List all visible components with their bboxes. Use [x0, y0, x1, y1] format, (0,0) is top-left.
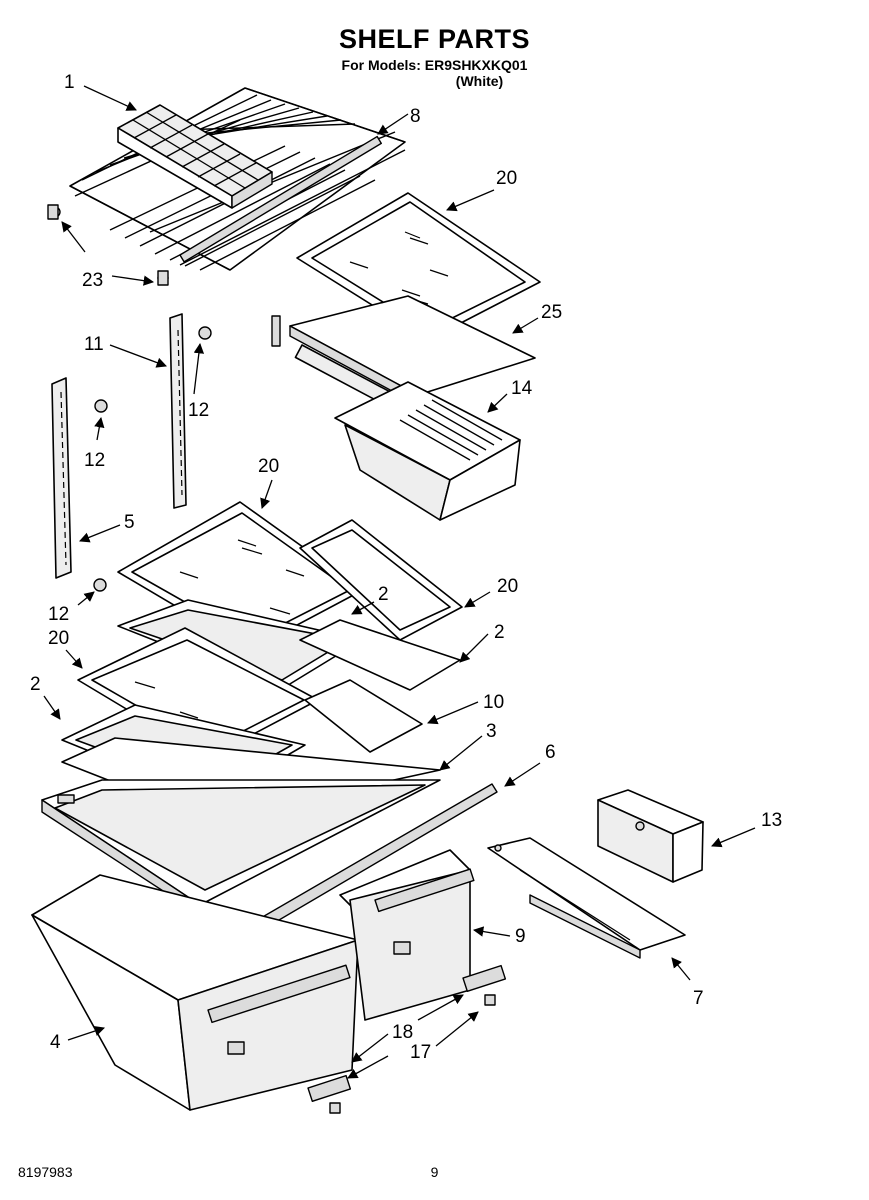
screw-parts-12 [93, 326, 212, 592]
callout-11: 11 [84, 334, 104, 355]
callout-20-right: 20 [497, 576, 518, 597]
shelf-rail-part-5 [51, 377, 72, 579]
callout-10: 10 [483, 692, 504, 713]
shelf-rail-part-11 [169, 313, 187, 509]
crisper-frame-part-25 [271, 295, 536, 408]
ice-tray-part-1 [117, 104, 273, 209]
callout-20-top: 20 [496, 168, 517, 189]
callout-1: 1 [64, 72, 75, 93]
callout-17: 17 [410, 1042, 431, 1063]
callout-13: 13 [761, 810, 782, 831]
callout-3: 3 [486, 721, 497, 742]
slide-clip-parts-17-18 [307, 964, 507, 1114]
callout-9: 9 [515, 926, 526, 947]
callout-7: 7 [693, 988, 704, 1009]
model-variant: (White) [455, 73, 504, 89]
callout-25: 25 [541, 302, 562, 323]
page-title: SHELF PARTS [338, 24, 530, 54]
glass-shelf-part-20-top [296, 192, 541, 341]
dairy-bin-part-13 [597, 789, 704, 883]
shelf-part-10 [304, 679, 423, 753]
pan-cover [41, 779, 441, 916]
callout-12-middle: 12 [84, 450, 105, 471]
callout-18: 18 [392, 1022, 413, 1043]
callout-6: 6 [545, 742, 556, 763]
model-subtitle: For Models: ER9SHKXKQ01 (White) [0, 57, 869, 89]
callout-5: 5 [124, 512, 135, 533]
crisper-pan-part-4 [31, 874, 359, 1111]
glass-shelf-part-20-right [299, 519, 463, 641]
document-number: 8197983 [18, 1164, 73, 1180]
callout-4: 4 [50, 1032, 61, 1053]
callout-12-upper: 12 [188, 400, 209, 421]
callout-20-middle: 20 [258, 456, 279, 477]
callout-20-left: 20 [48, 628, 69, 649]
callout-2-left: 2 [30, 674, 41, 695]
leader-lines [43, 85, 756, 1079]
model-number: For Models: ER9SHKXKQ01 [341, 57, 528, 73]
page-number: 9 [430, 1164, 439, 1180]
callout-12-lower: 12 [48, 604, 69, 625]
callout-2-upper: 2 [378, 584, 389, 605]
callout-2-right: 2 [494, 622, 505, 643]
crisper-drawer-part-14 [334, 381, 521, 521]
cover-bracket-part-7 [487, 837, 686, 959]
callout-14: 14 [511, 378, 533, 399]
callout-8: 8 [410, 106, 421, 127]
callout-23: 23 [82, 270, 103, 291]
crisper-pan-part-9 [339, 849, 475, 1021]
callout-labels: 1 8 20 23 25 11 12 14 12 20 5 20 2 12 2 … [30, 72, 782, 1063]
